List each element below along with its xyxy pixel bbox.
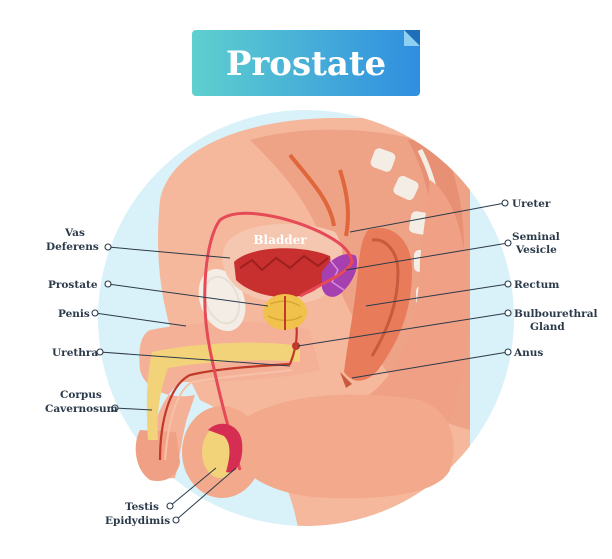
bladder-label: Bladder: [253, 233, 307, 247]
label-vas-deferens-line2: Deferens: [46, 241, 99, 253]
label-seminal-line1: Seminal: [512, 231, 560, 243]
label-anus: Anus: [513, 347, 543, 359]
label-penis: Penis: [58, 308, 90, 320]
label-testis: Testis: [125, 501, 159, 513]
label-prostate: Prostate: [48, 279, 98, 291]
right-leaders: [297, 199, 512, 379]
title-banner: Prostate: [192, 30, 420, 96]
page-title: Prostate: [226, 44, 386, 84]
label-corpus-line2: Cavernosum: [45, 403, 118, 415]
body-section: Bladder: [135, 118, 470, 526]
left-leaders: [91, 243, 291, 524]
label-ureter: Ureter: [512, 198, 551, 210]
label-rectum: Rectum: [514, 279, 559, 291]
label-seminal-line2: Vesicle: [515, 244, 557, 256]
label-bulbourethral-line2: Gland: [530, 321, 565, 333]
label-vas-deferens-line1: Vas: [64, 227, 85, 239]
label-urethra: Urethra: [52, 347, 98, 359]
label-epididymis: Epidydimis: [105, 515, 170, 527]
label-corpus-line1: Corpus: [60, 389, 102, 401]
label-bulbourethral-line1: Bulbourethral: [514, 308, 598, 320]
